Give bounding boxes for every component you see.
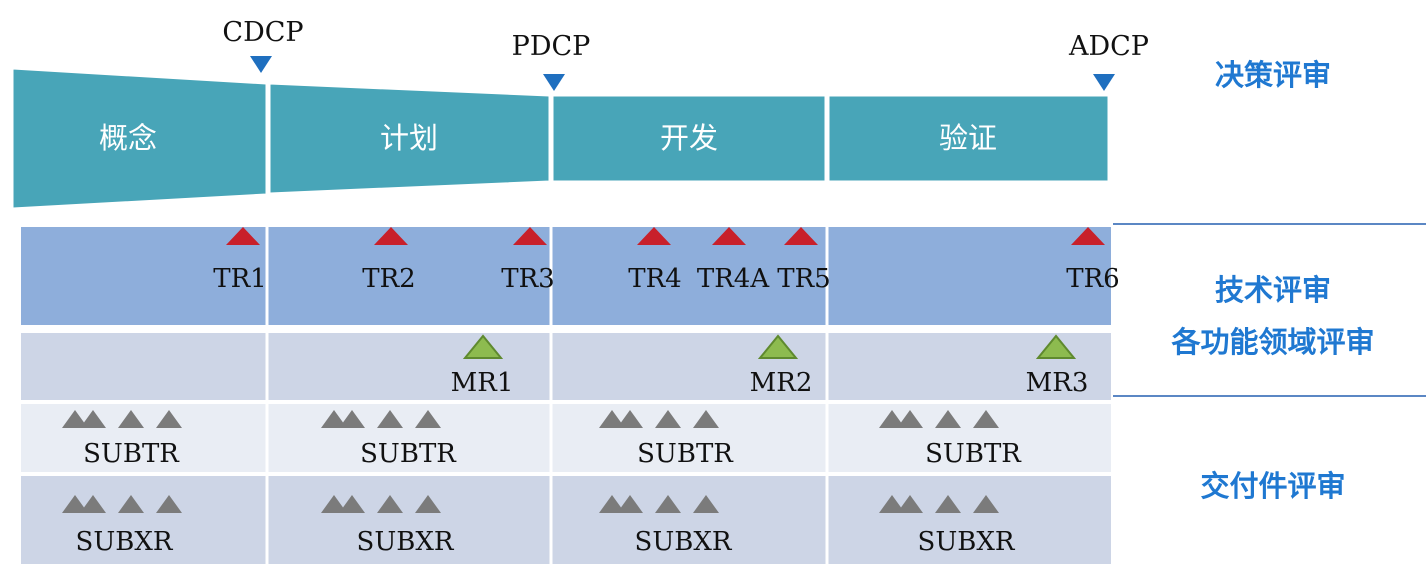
subxr-group-2: SUBXR — [321, 495, 455, 557]
label-tech-review: 技术评审 — [1215, 273, 1331, 307]
market-reviews: MR1 MR2 MR3 — [451, 334, 1089, 398]
subxr-band — [21, 476, 1111, 564]
subxr-label: SUBXR — [76, 527, 174, 557]
phase-label-develop: 开发 — [660, 121, 718, 155]
milestone-label-pdcp: PDCP — [512, 31, 591, 62]
phase-label-verify: 验证 — [939, 121, 997, 155]
deliverable-reviews: SUBTR SUBTR SUBTR SUBTR SUBXR SUBXR SUBX… — [62, 410, 1022, 557]
milestone-marker-cdcp — [250, 56, 272, 73]
phase-concept — [12, 68, 267, 209]
tech-review-band — [21, 227, 1111, 325]
label-deliverable-review: 交付件评审 — [1200, 469, 1345, 503]
subtr-band — [21, 404, 1111, 472]
subxr-label: SUBXR — [918, 527, 1016, 557]
tr-label-tr6: TR6 — [1066, 264, 1119, 294]
mr-label-mr3: MR3 — [1026, 368, 1089, 398]
subxr-label: SUBXR — [635, 527, 733, 557]
phase-label-plan: 计划 — [380, 121, 438, 155]
phase-develop — [552, 95, 826, 182]
subxr-label: SUBXR — [357, 527, 455, 557]
tr-label-tr4: TR4 — [628, 264, 681, 294]
review-grid — [21, 227, 1111, 564]
milestone-label-cdcp: CDCP — [222, 17, 303, 48]
mr-label-mr2: MR2 — [750, 368, 813, 398]
tr-marker-tr4 — [637, 227, 671, 245]
tr-marker-tr4a — [712, 227, 746, 245]
tr-label-tr4a: TR4A — [697, 264, 770, 294]
subtr-group-3: SUBTR — [599, 410, 734, 469]
milestone-label-adcp: ADCP — [1068, 31, 1149, 62]
phase-plan — [269, 83, 550, 194]
subxr-group-1: SUBXR — [62, 495, 182, 557]
milestone-marker-pdcp — [543, 74, 565, 91]
subtr-label: SUBTR — [360, 439, 457, 469]
tr-marker-tr5 — [784, 227, 818, 245]
mr-marker-mr2 — [757, 334, 799, 359]
tr-label-tr5: TR5 — [777, 264, 830, 294]
mr-label-mr1: MR1 — [451, 368, 514, 398]
tr-marker-tr1 — [226, 227, 260, 245]
milestone-marker-adcp — [1093, 74, 1115, 91]
subtr-group-1: SUBTR — [62, 410, 182, 469]
tech-reviews: TR1 TR2 TR3 TR4 TR4A TR5 TR6 — [213, 227, 1120, 294]
label-decision-review: 决策评审 — [1215, 58, 1331, 92]
subtr-label: SUBTR — [83, 439, 180, 469]
subtr-label: SUBTR — [637, 439, 734, 469]
mr-marker-mr3 — [1035, 334, 1077, 359]
market-review-band — [21, 333, 1111, 400]
decision-milestones: CDCP PDCP ADCP — [222, 17, 1149, 91]
tr-marker-tr6 — [1071, 227, 1105, 245]
subxr-group-4: SUBXR — [879, 495, 1016, 557]
phase-verify — [828, 95, 1109, 182]
label-functional-review: 各功能领域评审 — [1170, 325, 1374, 359]
tr-label-tr1: TR1 — [213, 264, 266, 294]
subtr-group-2: SUBTR — [321, 410, 457, 469]
subtr-label: SUBTR — [925, 439, 1022, 469]
subtr-group-4: SUBTR — [879, 410, 1022, 469]
tr-label-tr2: TR2 — [362, 264, 415, 294]
tr-marker-tr2 — [374, 227, 408, 245]
category-labels: 决策评审 技术评审 各功能领域评审 交付件评审 — [1113, 58, 1426, 503]
tr-marker-tr3 — [513, 227, 547, 245]
tr-label-tr3: TR3 — [501, 264, 554, 294]
mr-marker-mr1 — [462, 334, 504, 359]
column-dividers — [265, 227, 829, 564]
phase-band: 概念 计划 开发 验证 — [12, 68, 1109, 209]
subxr-group-3: SUBXR — [599, 495, 733, 557]
phase-label-concept: 概念 — [99, 121, 157, 155]
